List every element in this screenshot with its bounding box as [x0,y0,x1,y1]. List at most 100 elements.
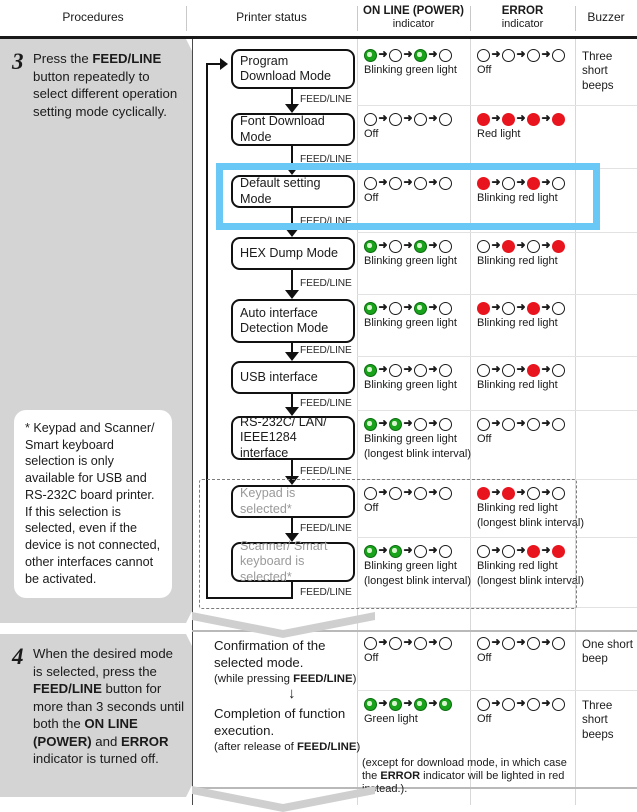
arrow-right-icon: ➜ [428,301,438,314]
indicator-label: Blinking red light [477,192,558,204]
arrow-right-icon: ➜ [541,176,551,189]
arrow-right-icon: ➜ [541,112,551,125]
led-off [389,637,402,650]
error-indicator-row-2: ➜➜➜Red light [477,113,565,141]
row-separator-5 [357,356,637,357]
row-separator-6 [357,410,637,411]
row-separator-1 [357,105,637,106]
led-sequence: ➜➜➜ [477,364,565,377]
arrow-right-icon: ➜ [428,636,438,649]
error-indicator-row-8: ➜➜➜Blinking red light(longest blink inte… [477,487,584,530]
arrow-right-icon: ➜ [378,363,388,376]
feed-line-label-3: FEED/LINE [300,215,352,227]
led-green [414,240,427,253]
indicator-label: Off [477,713,492,725]
led-off [527,49,540,62]
flow-box-label: Font Download Mode [240,114,325,144]
led-off [477,240,490,253]
flow-connector-2 [291,146,294,167]
arrow-right-icon: ➜ [491,363,501,376]
indicator-label: Green light [364,713,418,725]
loop-top [206,63,222,65]
arrow-right-icon: ➜ [403,48,413,61]
table-header: Procedures Printer status ON LINE (POWER… [0,0,637,36]
flow-box-6: USB interface [231,361,355,394]
arrow-right-icon: ➜ [491,544,501,557]
arrow-right-icon: ➜ [491,697,501,710]
row-separator-11 [357,690,637,691]
default-setting-mode-highlight [216,163,600,230]
step4-buzzer-2: Three short beeps [582,699,614,741]
led-off [552,487,565,500]
led-off [389,177,402,190]
column-divider-buzzer [575,39,576,805]
download-mode-footnote: (except for download mode, in which case… [362,757,567,796]
led-green [414,302,427,315]
indicator-label: Blinking red light [477,317,558,329]
arrow-right-icon: ➜ [403,301,413,314]
led-off [477,698,490,711]
step4-completion-sub: (after release of FEED/LINE) [214,741,361,753]
indicator-label: Blinking green light [364,379,457,391]
led-off [439,177,452,190]
indicator-label: Blinking green light [364,255,457,267]
indicator-note: (longest blink interval) [364,447,471,460]
led-red [552,240,565,253]
flow-box-label: Default setting Mode [240,176,321,206]
online-indicator-row-4: ➜➜➜Blinking green light [364,240,457,268]
loop-stub [291,582,294,599]
led-off [552,302,565,315]
error-indicator-row-6: ➜➜➜Blinking red light [477,364,565,392]
led-off [414,487,427,500]
arrow-right-icon: ➜ [403,112,413,125]
header-online-bold: ON LINE (POWER) [363,5,464,18]
led-green [389,418,402,431]
led-red [527,302,540,315]
led-off [414,418,427,431]
indicator-note: (longest blink interval) [477,516,584,529]
arrow-right-icon: ➜ [516,486,526,499]
online-indicator-row-5: ➜➜➜Blinking green light [364,302,457,330]
header-error-indicator: ERROR indicator [470,0,575,36]
flow-box-9: Scanner/ Smart keyboard is selected* [231,539,355,584]
flow-arrowhead-5 [285,352,299,361]
led-sequence: ➜➜➜ [364,545,471,558]
flow-arrowhead-2 [285,166,299,175]
led-off [502,49,515,62]
step-4-text: When the desired mode is selected, press… [33,646,185,767]
led-red [502,487,515,500]
arrow-right-icon: ➜ [516,112,526,125]
led-off [414,177,427,190]
arrow-right-icon: ➜ [428,176,438,189]
led-off [477,364,490,377]
flow-box-label: HEX Dump Mode [240,245,338,260]
led-sequence: ➜➜➜ [364,113,452,126]
led-off [477,49,490,62]
error-indicator-row-3: ➜➜➜Blinking red light [477,177,565,205]
led-off [364,487,377,500]
led-off [477,637,490,650]
flow-arrowhead-7 [285,476,299,485]
arrow-right-icon: ➜ [491,239,501,252]
led-off [502,302,515,315]
keypad-note-text: * Keypad and Scanner/ Smart keyboard sel… [25,421,161,586]
header-buzzer: Buzzer [575,0,637,36]
header-divider-1 [186,6,187,31]
arrow-right-icon: ➜ [541,363,551,376]
led-sequence: ➜➜➜ [364,364,457,377]
feed-line-label-2: FEED/LINE [300,153,352,165]
online-indicator-row-6: ➜➜➜ Blinking green light [364,364,457,392]
step4-confirmation-sub: (while pressing FEED/LINE) [214,673,357,685]
arrow-right-icon: ➜ [516,636,526,649]
flow-arrowhead-4 [285,290,299,299]
indicator-note: (longest blink interval) [477,574,584,587]
flow-box-1: Program Download Mode [231,49,355,89]
arrow-right-icon: ➜ [491,636,501,649]
step-block-separator [192,630,637,632]
arrow-right-icon: ➜ [541,486,551,499]
arrow-right-icon: ➜ [428,48,438,61]
led-red [527,364,540,377]
led-sequence: ➜➜➜ [364,487,452,500]
arrow-right-icon: ➜ [428,239,438,252]
indicator-label: Blinking red light [477,379,558,391]
